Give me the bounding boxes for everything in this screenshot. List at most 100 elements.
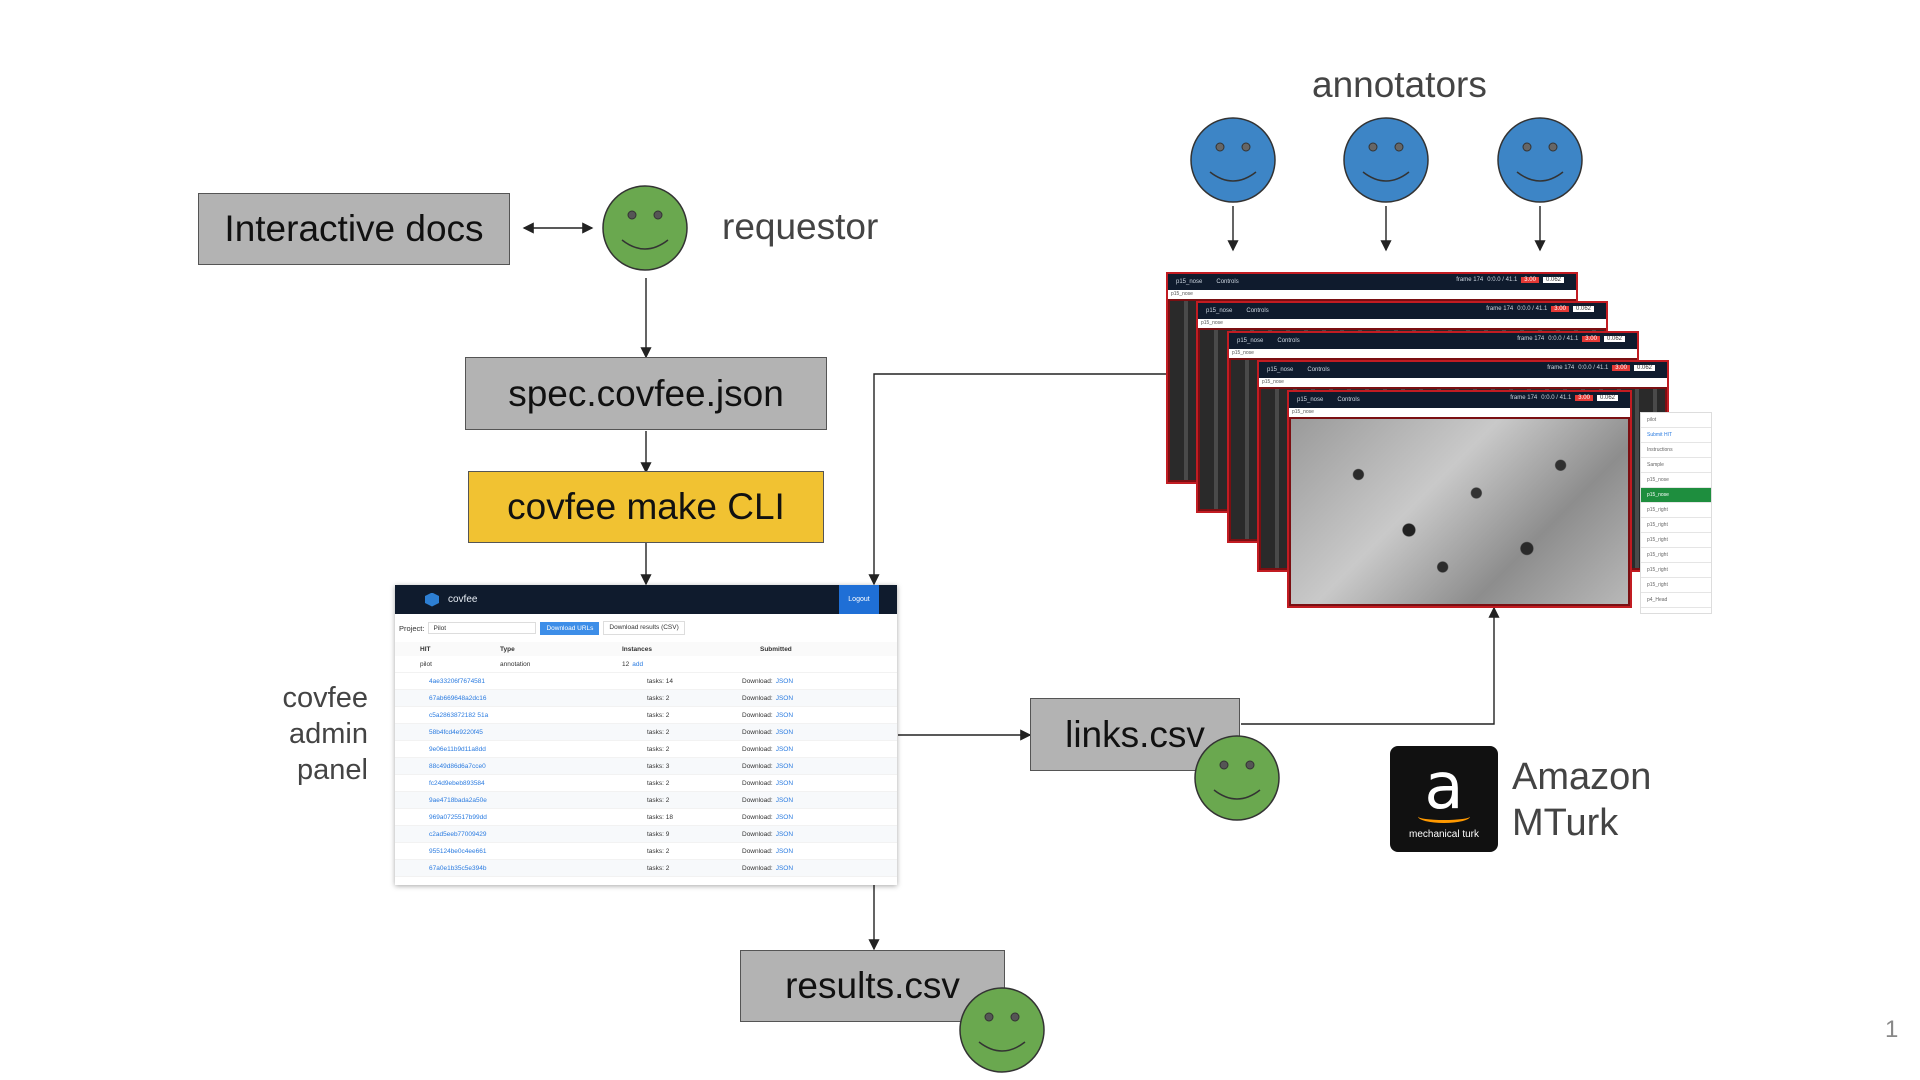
- sidebar-item[interactable]: p15_nose: [1641, 488, 1711, 503]
- hit-link[interactable]: 9ae4718bada2a50e: [429, 796, 487, 804]
- tool-tab[interactable]: p15_nose: [1237, 338, 1264, 344]
- tool-red-value: 3.00: [1582, 336, 1600, 342]
- json-link[interactable]: JSON: [775, 745, 794, 753]
- tool-white-value: 0.062: [1603, 336, 1625, 342]
- submit-hit-button[interactable]: Submit HIT: [1641, 428, 1711, 443]
- col-hit[interactable]: HIT: [420, 645, 431, 653]
- video-frame[interactable]: [1291, 419, 1628, 604]
- logout-button[interactable]: Logout: [839, 585, 879, 614]
- tasks-count: tasks: 2: [647, 711, 670, 719]
- col-instances[interactable]: Instances: [622, 645, 652, 653]
- sidebar-item[interactable]: p15_right: [1641, 503, 1711, 518]
- admin-panel-label-line1: covfee: [282, 682, 368, 714]
- json-link[interactable]: JSON: [775, 796, 794, 804]
- hit-link[interactable]: c2ad5eeb77009429: [429, 830, 487, 838]
- json-link[interactable]: JSON: [775, 847, 794, 855]
- hit-link[interactable]: c5a2863872182 51a: [429, 711, 489, 719]
- hit-link[interactable]: 969a0725517b99dd: [429, 813, 487, 821]
- download-urls-button[interactable]: Download URLs: [540, 621, 600, 635]
- project-select[interactable]: Pilot: [428, 622, 537, 634]
- sidebar-item[interactable]: p15_right: [1641, 533, 1711, 548]
- tool-speed: 0:0.0 / 41.1: [1578, 365, 1609, 371]
- project-label: Project:: [399, 623, 425, 633]
- sidebar-item[interactable]: Instructions: [1641, 443, 1711, 458]
- json-link[interactable]: JSON: [775, 728, 794, 736]
- json-link[interactable]: JSON: [775, 779, 794, 787]
- group-row[interactable]: pilot annotation 12 add: [395, 656, 897, 673]
- sidebar-item[interactable]: p15_right: [1641, 548, 1711, 563]
- admin-brand: covfee: [448, 594, 478, 605]
- hit-link[interactable]: 88c49d86d6a7cce0: [429, 762, 486, 770]
- tool-controls[interactable]: Controls: [1337, 397, 1360, 403]
- tasks-count: tasks: 2: [647, 847, 670, 855]
- sidebar-item[interactable]: p15_nose: [1641, 473, 1711, 488]
- download-label: Download:: [742, 677, 773, 685]
- admin-toolbar: Project: Pilot Download URLs Download re…: [395, 614, 897, 642]
- tool-tab[interactable]: p15_nose: [1176, 279, 1203, 285]
- col-type[interactable]: Type: [500, 645, 515, 653]
- make-cli-box: covfee make CLI: [468, 471, 824, 543]
- sidebar-item[interactable]: p15_right: [1641, 518, 1711, 533]
- tool-controls[interactable]: Controls: [1216, 279, 1239, 285]
- hit-link[interactable]: 4ae33206f7674581: [429, 677, 486, 685]
- json-link[interactable]: JSON: [775, 864, 794, 872]
- json-link[interactable]: JSON: [775, 813, 794, 821]
- hit-link[interactable]: 9e06e11b9d11a8dd: [429, 745, 486, 753]
- tool-controls[interactable]: Controls: [1307, 367, 1330, 373]
- json-link[interactable]: JSON: [775, 762, 794, 770]
- sidebar-item[interactable]: Sample: [1641, 458, 1711, 473]
- tool-admin-arrow: [868, 373, 1166, 586]
- tool-tab[interactable]: p15_nose: [1297, 397, 1324, 403]
- sidebar-item[interactable]: p15_right: [1641, 563, 1711, 578]
- download-label: Download:: [742, 728, 773, 736]
- download-label: Download:: [742, 745, 773, 753]
- tool-tab[interactable]: p15_nose: [1206, 308, 1233, 314]
- links-tool-arrow: [1241, 606, 1500, 725]
- tool-controls[interactable]: Controls: [1246, 308, 1269, 314]
- json-link[interactable]: JSON: [775, 694, 794, 702]
- mturk-logo-text: mechanical turk: [1408, 829, 1480, 840]
- hit-link[interactable]: 955124be0c4ee661: [429, 847, 487, 855]
- tasks-count: tasks: 2: [647, 779, 670, 787]
- json-link[interactable]: JSON: [775, 830, 794, 838]
- tool-red-value: 3.00: [1575, 395, 1593, 401]
- json-link[interactable]: JSON: [775, 711, 794, 719]
- links-text: links.csv: [1065, 713, 1205, 755]
- annotators-label: annotators: [1312, 64, 1487, 105]
- hit-link[interactable]: 67ab669648a2dc16: [429, 694, 487, 702]
- mturk-label: MTurk: [1512, 802, 1619, 844]
- json-link[interactable]: JSON: [775, 677, 794, 685]
- col-submitted[interactable]: Submitted: [760, 645, 792, 653]
- sidebar-item[interactable]: p4_Head: [1641, 593, 1711, 608]
- tool-controls[interactable]: Controls: [1277, 338, 1300, 344]
- admin-panel-label: covfee admin panel: [250, 680, 368, 788]
- sidebar-item[interactable]: p15_right: [1641, 578, 1711, 593]
- group-add-link[interactable]: add: [632, 660, 644, 668]
- hit-link[interactable]: 67a0e1b35c5e394b: [429, 864, 487, 872]
- download-results-button[interactable]: Download results (CSV): [603, 621, 685, 635]
- spec-text: spec.covfee.json: [508, 372, 784, 414]
- hit-link[interactable]: fc24d9ebeb893584: [429, 779, 485, 787]
- tool-tab[interactable]: p15_nose: [1267, 367, 1294, 373]
- hit-link[interactable]: 58b4fcd4e9220f45: [429, 728, 483, 736]
- tool-speed: 0:0.0 / 41.1: [1487, 277, 1518, 283]
